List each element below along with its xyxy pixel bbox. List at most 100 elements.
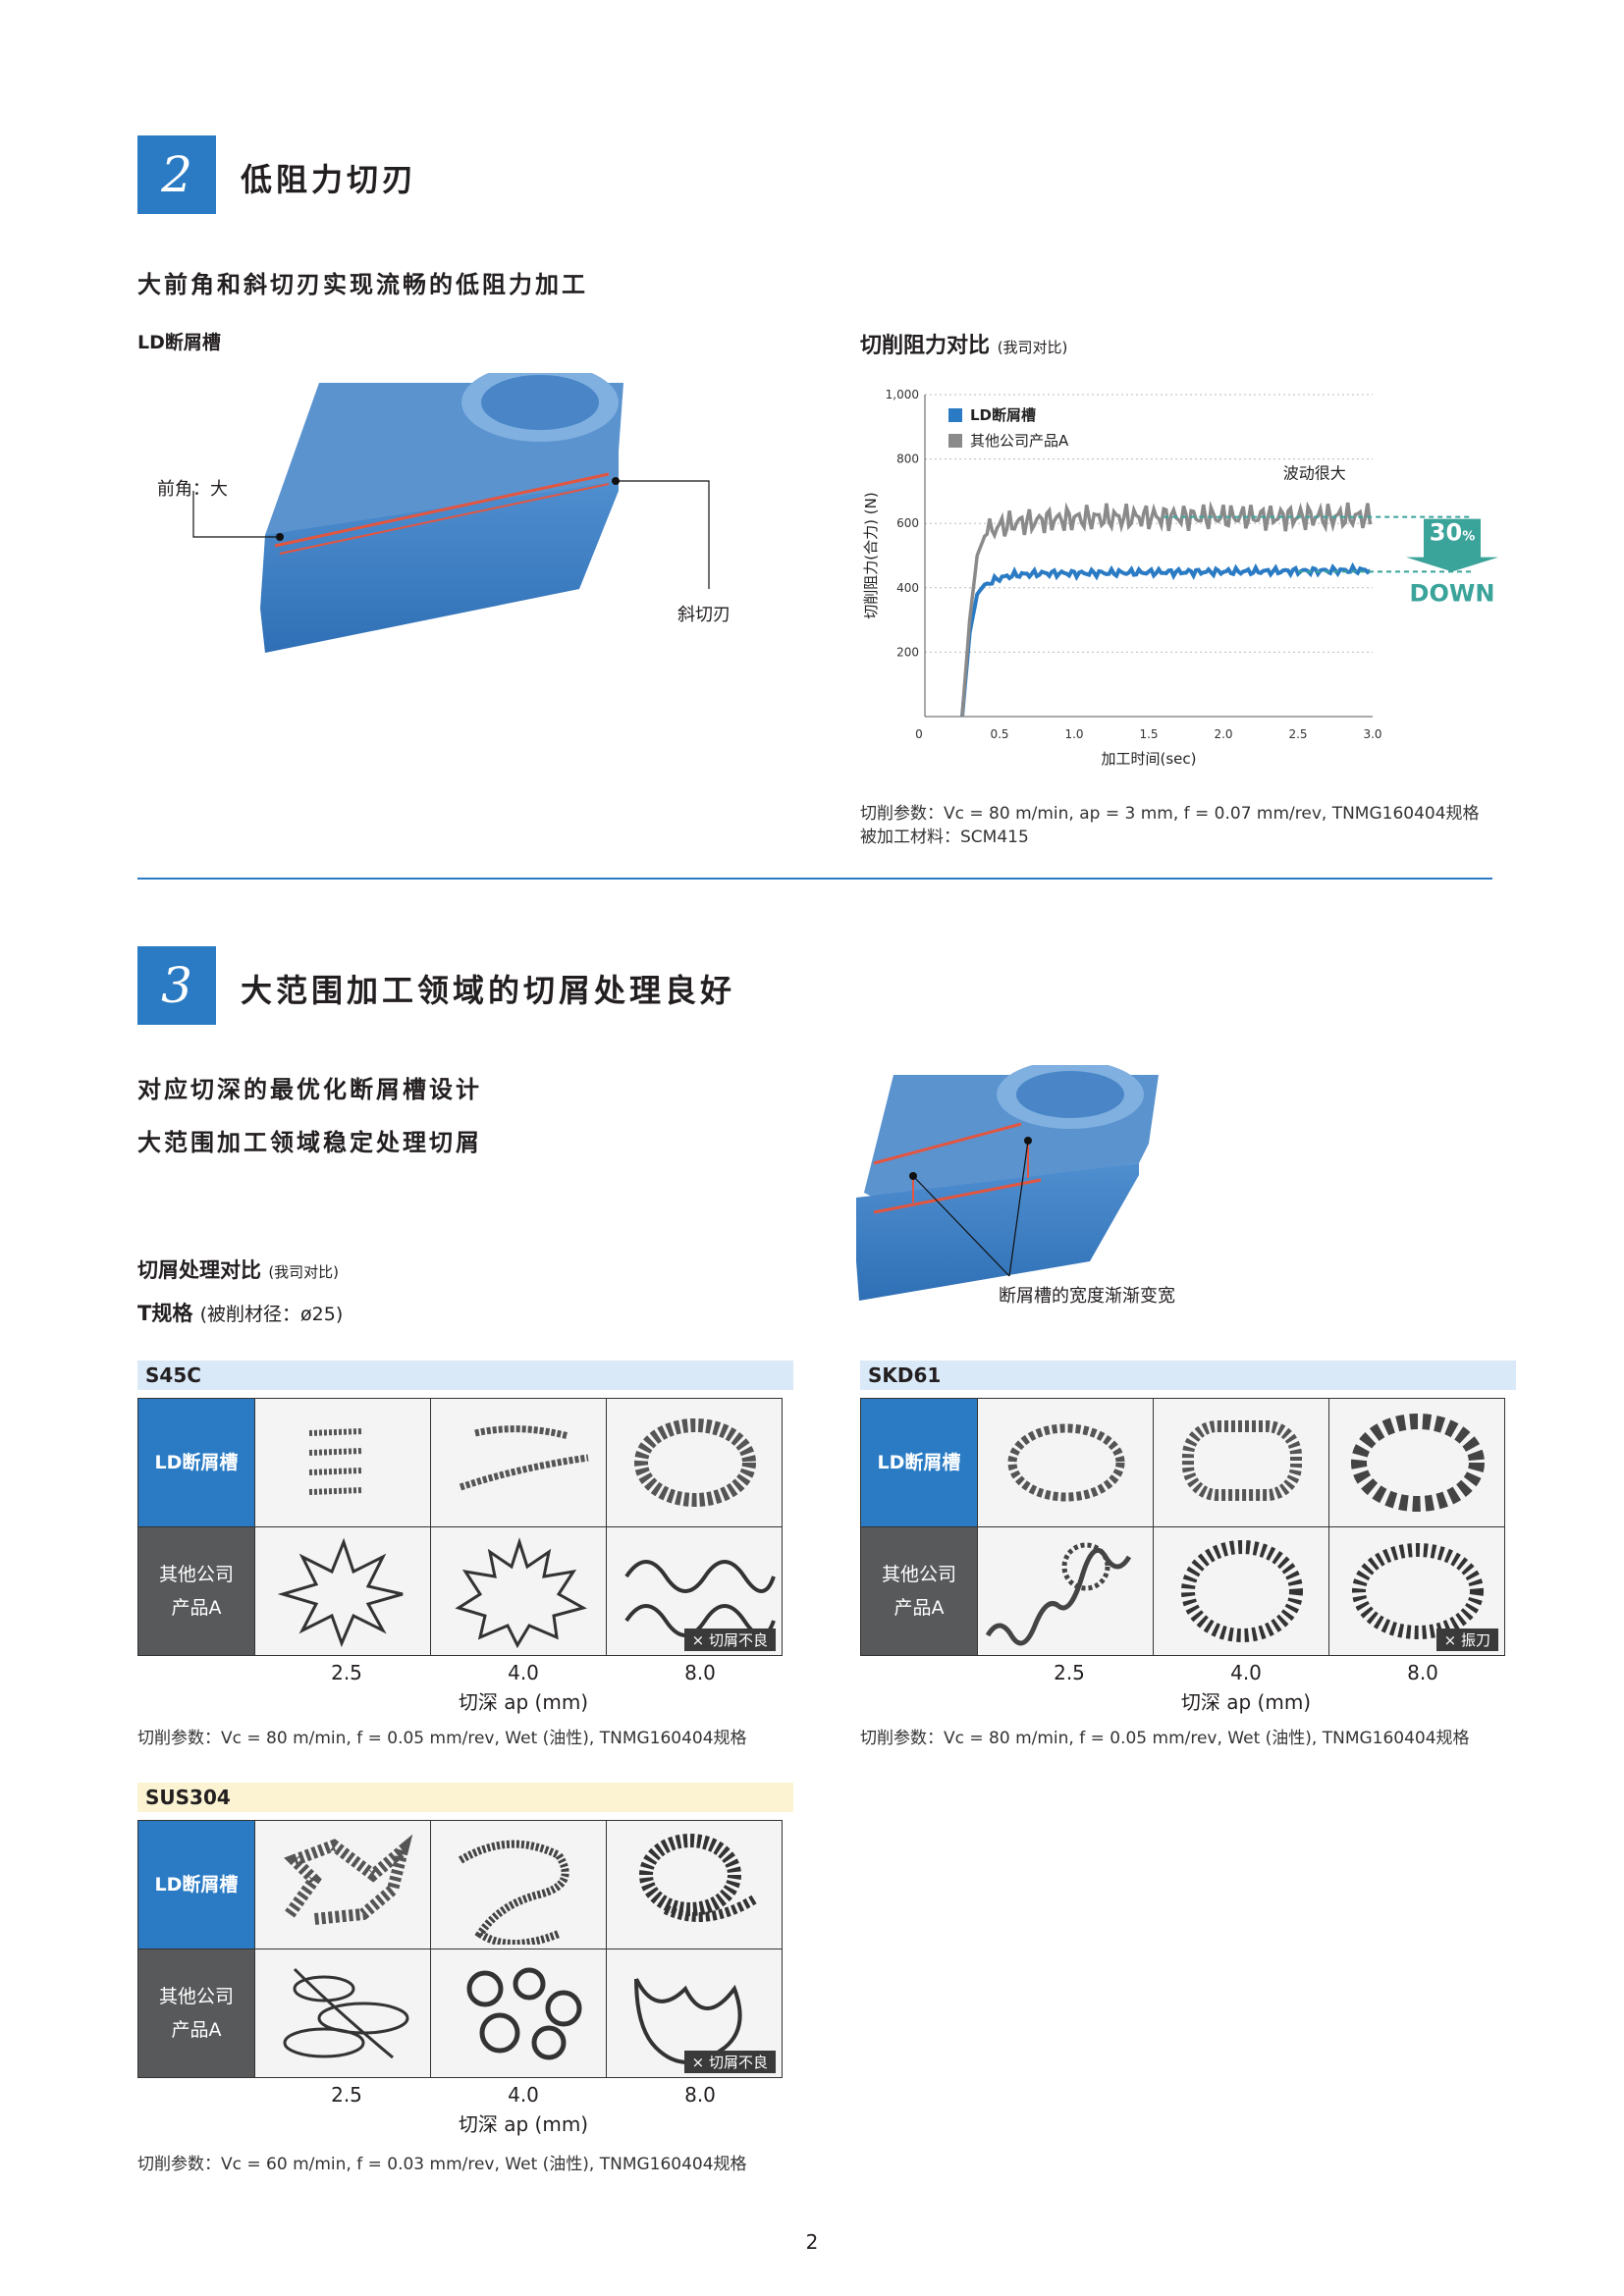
row-head-other-line1: 其他公司 — [881, 1564, 956, 1585]
x-axis-label: 加工时间(sec) — [1102, 750, 1197, 768]
row-head-ld: LD断屑槽 — [137, 1820, 255, 1949]
section-3-title: 大范围加工领域的切屑处理良好 — [241, 972, 736, 1009]
fluctuation-note: 波动很大 — [1283, 463, 1346, 482]
tag-bad-chip: × 切屑不良 — [683, 1629, 776, 1651]
series-line-other — [960, 501, 1373, 718]
tag-vibration: × 振刀 — [1435, 1629, 1498, 1651]
x-value-8-0: 8.0 — [1407, 1661, 1438, 1684]
chip-photo: × 切屑不良 — [606, 1526, 783, 1656]
chip-photo — [606, 1820, 783, 1949]
chip-photo — [606, 1398, 783, 1527]
section-2-badge: 2 — [137, 135, 216, 214]
section-2-lead: 大前角和斜切刃实现流畅的低阻力加工 — [137, 271, 588, 298]
section-3-badge: 3 — [137, 946, 216, 1025]
chart-title: 切削阻力对比 (我司对比) — [860, 328, 1067, 359]
row-head-other-line2: 产品A — [171, 1597, 222, 1619]
row-head-other: 其他公司产品A — [137, 1526, 255, 1656]
tag-bad-chip: × 切屑不良 — [683, 2051, 776, 2073]
row-head-other: 其他公司产品A — [137, 1949, 255, 2078]
row-head-other-line2: 产品A — [893, 1597, 945, 1619]
compare-title-note: (我司对比) — [268, 1263, 340, 1281]
cutting-force-chart: 200 400 600 800 1,000 0 0.5 1.0 1.5 2.0 2.5 3.0 加工时间… — [862, 388, 1498, 768]
x-tick-label: 2.5 — [1288, 727, 1307, 741]
section-divider — [137, 878, 1492, 880]
x-value-8-0: 8.0 — [684, 2083, 716, 2107]
inclined-edge-callout: 斜切刃 — [677, 605, 731, 625]
legend-label: 其他公司产品A — [970, 432, 1069, 450]
x-tick-label: 1.0 — [1064, 727, 1083, 741]
x-value-8-0: 8.0 — [684, 1661, 716, 1684]
legend-swatch — [948, 408, 962, 422]
chip-photo — [430, 1398, 607, 1527]
section-2-title: 低阻力切刃 — [241, 161, 418, 198]
section-3-lead-1: 对应切深的最优化断屑槽设计 — [137, 1076, 482, 1103]
y-axis-label: 切削阻力(合力) (N) — [862, 492, 880, 618]
row-head-ld: LD断屑槽 — [137, 1398, 255, 1527]
chip-photo — [430, 1949, 607, 2078]
series-line-ld — [960, 561, 1372, 718]
params-skd61: 切削参数：Vc = 80 m/min, f = 0.05 mm/rev, Wet… — [860, 1729, 1470, 1748]
page-number: 2 — [805, 2230, 819, 2254]
row-head-other: 其他公司产品A — [860, 1526, 978, 1656]
chip-photo — [254, 1526, 431, 1656]
chip-photo: × 切屑不良 — [606, 1949, 783, 2078]
spec-line: T规格 (被削材径：ø25) — [137, 1298, 343, 1327]
chart-params-1: 切削参数：Vc = 80 m/min, ap = 3 mm, f = 0.07 … — [860, 804, 1480, 824]
chip-table-s45c: LD断屑槽 其他公司产品A × 切屑不良 — [137, 1398, 783, 1656]
chip-photo — [1153, 1526, 1329, 1656]
chip-photo — [1328, 1398, 1505, 1527]
legend-label: LD断屑槽 — [970, 406, 1036, 424]
y-tick-label: 1,000 — [886, 388, 919, 401]
x-tick-label: 0 — [915, 727, 923, 741]
row-head-other-line2: 产品A — [171, 2019, 222, 2041]
breaker-width-callout: 断屑槽的宽度渐渐变宽 — [999, 1286, 1175, 1307]
legend-swatch — [948, 434, 962, 448]
row-head-ld: LD断屑槽 — [860, 1398, 978, 1527]
insert-breaker-diagram — [856, 1065, 1159, 1301]
chip-photo — [977, 1526, 1154, 1656]
chip-photo — [254, 1949, 431, 2078]
chart-params-2: 被加工材料：SCM415 — [860, 828, 1029, 847]
chip-photo — [254, 1398, 431, 1527]
params-sus304: 切削参数：Vc = 60 m/min, f = 0.03 mm/rev, Wet… — [137, 2155, 747, 2174]
spec-note: (被削材径：ø25) — [199, 1304, 344, 1325]
y-tick-label: 400 — [896, 581, 919, 595]
material-skd61: SKD61 — [860, 1361, 1516, 1390]
y-tick-label: 600 — [896, 516, 919, 530]
material-s45c: S45C — [137, 1361, 793, 1390]
chip-table-sus304: LD断屑槽 其他公司产品A × 切屑不良 — [137, 1820, 783, 2078]
x-value-2-5: 2.5 — [331, 1661, 362, 1684]
x-tick-label: 1.5 — [1139, 727, 1158, 741]
chip-photo: × 振刀 — [1328, 1526, 1505, 1656]
x-value-4-0: 4.0 — [508, 2083, 539, 2107]
row-head-other-line1: 其他公司 — [158, 1564, 234, 1585]
insert-rake-diagram — [192, 373, 710, 653]
y-tick-label: 800 — [896, 453, 919, 466]
chart-title-note: (我司对比) — [997, 339, 1068, 356]
badge-down: DOWN — [1410, 579, 1495, 607]
rake-angle-callout: 前角：大 — [157, 479, 228, 500]
x-tick-label: 0.5 — [990, 727, 1008, 741]
chip-photo — [430, 1820, 607, 1949]
chip-photo — [977, 1398, 1154, 1527]
chip-photo — [254, 1820, 431, 1949]
y-tick-label: 200 — [896, 645, 919, 659]
compare-title-text: 切屑处理对比 — [137, 1258, 261, 1282]
chip-photo — [430, 1526, 607, 1656]
spec-text: T规格 — [137, 1302, 193, 1325]
depth-axis-label: 切深 ap (mm) — [458, 2112, 589, 2136]
x-tick-label: 2.0 — [1214, 727, 1232, 741]
x-tick-label: 3.0 — [1363, 727, 1381, 741]
depth-axis-label: 切深 ap (mm) — [1180, 1690, 1312, 1714]
material-sus304: SUS304 — [137, 1783, 793, 1812]
down-arrow — [1406, 518, 1498, 572]
params-s45c: 切削参数：Vc = 80 m/min, f = 0.05 mm/rev, Wet… — [137, 1729, 747, 1748]
chip-table-skd61: LD断屑槽 其他公司产品A × 振刀 — [860, 1398, 1505, 1656]
compare-title: 切屑处理对比 (我司对比) — [137, 1255, 339, 1284]
chart-title-text: 切削阻力对比 — [860, 334, 991, 358]
x-value-4-0: 4.0 — [1230, 1661, 1262, 1684]
depth-axis-label: 切深 ap (mm) — [458, 1690, 589, 1714]
x-value-4-0: 4.0 — [508, 1661, 539, 1684]
row-head-other-line1: 其他公司 — [158, 1986, 234, 2007]
section-3-lead-2: 大范围加工领域稳定处理切屑 — [137, 1129, 482, 1156]
